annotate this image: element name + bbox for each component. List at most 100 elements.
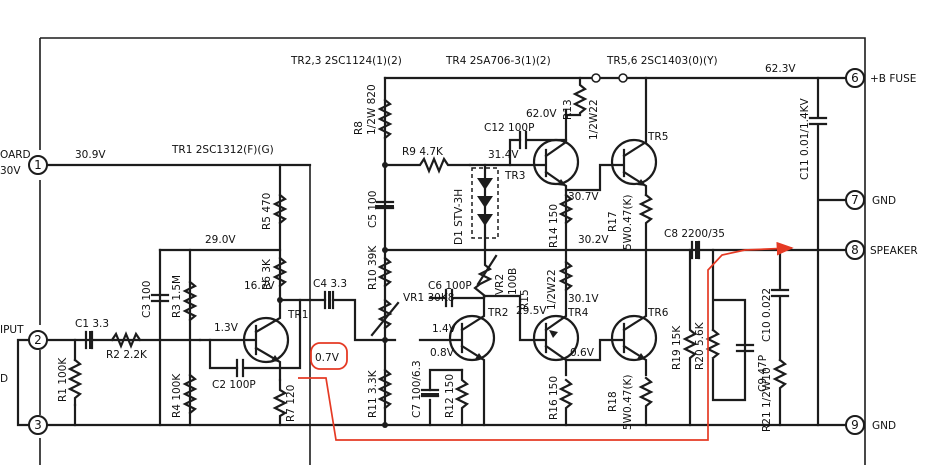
highlight-box — [310, 342, 348, 370]
terminal-1[interactable]: 1 — [28, 155, 48, 175]
board-outline — [40, 37, 866, 465]
label-tr56: TR5,6 2SC1403(0)(Y) — [606, 55, 718, 67]
tr4-transistor — [532, 314, 580, 362]
label-r6: R6 3K — [261, 258, 273, 290]
r12-resistor — [454, 368, 470, 427]
label-c7: C7 100/6.3 — [411, 360, 423, 418]
label-r3: R3 1.5M — [171, 275, 183, 318]
c2-capacitor — [235, 358, 245, 378]
label-tr3-short: TR3 — [504, 170, 525, 182]
label-speaker: SPEAKER — [870, 245, 918, 257]
c2-wire — [208, 298, 302, 370]
label-board2: 30V — [0, 165, 21, 177]
voltage-301: 30.1V — [568, 293, 599, 305]
tr4-leads — [544, 248, 568, 377]
r14-resistor — [558, 193, 574, 225]
r1-resistor — [67, 358, 83, 407]
voltage-14: 1.4V — [432, 323, 457, 335]
node-385-425 — [382, 422, 388, 428]
r3-resistor — [182, 280, 198, 322]
c4-fill — [328, 291, 331, 309]
c12-wire — [508, 138, 568, 167]
label-r4: R4 100K — [171, 373, 183, 418]
label-r17: R17 — [607, 211, 619, 232]
label-c6: C6 100P — [428, 280, 472, 292]
label-c9: C9 47P — [757, 355, 769, 392]
tr6-transistor — [610, 314, 658, 362]
r20-resistor — [705, 328, 721, 360]
voltage-13: 1.3V — [214, 322, 239, 334]
voltage-623: 62.3V — [765, 63, 796, 75]
svg-text:6: 6 — [851, 71, 859, 85]
label-c2: C2 100P — [212, 379, 256, 391]
label-r13: R13 — [562, 99, 574, 120]
voltage-07: 0.7V — [315, 352, 340, 364]
svg-text:1: 1 — [34, 158, 42, 172]
c3-capacitor — [150, 293, 170, 303]
label-r11: R11 3.3K — [367, 369, 379, 418]
label-r13-val: 1/2W22 — [588, 99, 600, 140]
label-r12: R12 150 — [444, 374, 456, 418]
r7-resistor — [272, 378, 288, 427]
label-vr2-val: 100B — [507, 268, 519, 295]
label-tr4-short: TR4 — [567, 307, 589, 319]
r9-wire — [383, 156, 472, 174]
tr2-transistor — [448, 314, 496, 362]
terminal-6[interactable]: 6 — [845, 68, 865, 88]
voltage-08: 0.8V — [430, 347, 455, 359]
r2-resistor — [110, 331, 142, 349]
label-r18: R18 — [607, 391, 619, 412]
label-input: IPUT — [0, 324, 24, 336]
svg-text:7: 7 — [851, 193, 859, 207]
label-vr2: VR2 — [494, 274, 506, 295]
label-r21: R21 1/2W10 — [761, 367, 773, 432]
label-r14: R14 150 — [548, 204, 560, 248]
label-c1: C1 3.3 — [75, 318, 109, 330]
node-tr5-col2 — [618, 73, 628, 83]
label-vr1: VR1 30K8 — [403, 292, 454, 304]
c11-capacitor — [808, 76, 847, 427]
tr6-base — [564, 322, 626, 362]
label-r7: R7 120 — [285, 385, 297, 422]
label-gnd-top: GND — [872, 195, 896, 207]
tr5-transistor — [610, 138, 658, 186]
c9-capacitor — [735, 343, 755, 353]
r10-resistor — [377, 256, 393, 288]
node-tr1-c — [277, 297, 283, 303]
d1-diode-2 — [477, 196, 493, 208]
voltage-620: 62.0V — [526, 108, 557, 120]
c4-wire — [308, 298, 387, 342]
terminal-7[interactable]: 7 — [845, 190, 865, 210]
label-tr23: TR2,3 2SC1124(1)(2) — [290, 55, 402, 67]
voltage-307: 30.7V — [568, 191, 599, 203]
terminal-3[interactable]: 3 — [28, 415, 48, 435]
r5-resistor — [272, 193, 288, 225]
tr5-base — [564, 148, 626, 192]
label-gnd-bottom: GND — [872, 420, 896, 432]
c12-capacitor — [518, 130, 528, 150]
terminal-9[interactable]: 9 — [845, 415, 865, 435]
node-385-250 — [382, 247, 388, 253]
label-r19: R19 15K — [671, 325, 683, 370]
c8-capacitor — [690, 240, 701, 260]
r13-resistor — [564, 76, 588, 117]
tr3-transistor — [532, 138, 580, 186]
label-r20: R20 5.6K — [694, 321, 706, 370]
tr5-leads — [622, 76, 648, 197]
label-c3: C3 100 — [141, 281, 153, 318]
label-r18-val: 5W0.47(K) — [622, 374, 634, 430]
svg-text:3: 3 — [34, 418, 42, 432]
svg-text:2: 2 — [34, 333, 42, 347]
c7-fill — [421, 393, 439, 396]
terminal-2[interactable]: 2 — [28, 330, 48, 350]
tr4-arrow — [549, 330, 558, 338]
terminal-8[interactable]: 8 — [845, 240, 865, 260]
r17-resistor — [638, 193, 654, 252]
c4-capacitor — [323, 290, 335, 310]
svg-text:8: 8 — [851, 243, 859, 257]
svg-text:9: 9 — [851, 418, 859, 432]
d1-diode-1 — [477, 178, 493, 190]
tr6-arrow — [637, 353, 646, 360]
tr2-base — [383, 322, 464, 354]
